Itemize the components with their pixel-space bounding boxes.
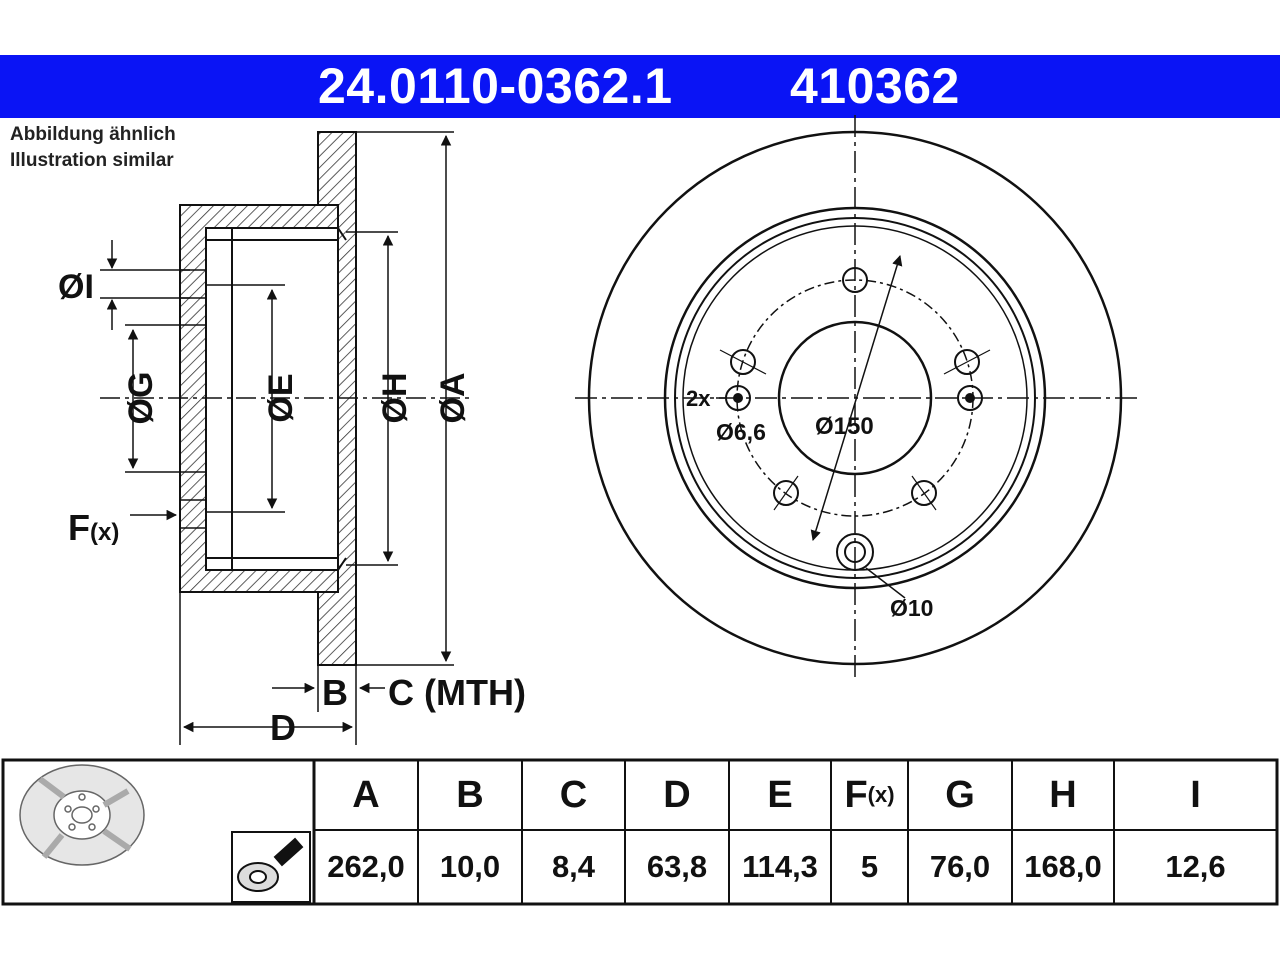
dimension-e xyxy=(206,284,285,513)
spec-header-h: H xyxy=(1049,773,1077,816)
label-f: F(x) xyxy=(68,507,119,548)
spec-value-c: 8,4 xyxy=(551,849,596,884)
pcd-dimension-arrow xyxy=(810,254,903,542)
spec-value-b: 10,0 xyxy=(439,849,501,884)
spec-header-f: F(x) xyxy=(844,773,895,816)
bottom-hole-inner xyxy=(844,541,866,563)
label-bolt-dia: Ø6,6 xyxy=(716,419,766,445)
illustration-note-en: Illustration similar xyxy=(10,150,174,171)
side-view xyxy=(100,131,470,745)
hat-outer-circle xyxy=(674,217,1036,579)
label-d: D xyxy=(270,707,296,748)
side-view-labels: ØI ØG ØE ØH ØA F(x) B C (MTH) D xyxy=(58,268,526,748)
hat-section xyxy=(179,204,347,593)
illustration-note-de: Abbildung ähnlich xyxy=(10,124,176,145)
label-e: ØE xyxy=(262,373,300,422)
label-h: ØH xyxy=(376,373,414,424)
spec-header-a: A xyxy=(352,773,380,816)
spec-header-i: I xyxy=(1190,773,1201,816)
label-pcd: Ø150 xyxy=(815,413,874,440)
spec-header-c: C xyxy=(559,773,588,816)
spec-table: A 262,0 B 10,0 C 8,4 D 63,8 E 114,3 F(x) 5 G 76,0 H 168… xyxy=(0,757,1280,907)
hole-dia-leader xyxy=(865,567,906,599)
screw-hole-right xyxy=(957,385,983,411)
label-a: ØA xyxy=(434,373,472,424)
spec-value-g: 76,0 xyxy=(929,849,991,884)
bolt-hole-upper-left xyxy=(730,349,756,375)
spec-header-g: G xyxy=(945,773,975,816)
front-view xyxy=(575,115,1140,680)
spec-value-d: 63,8 xyxy=(646,849,708,884)
friction-inner-circle xyxy=(663,206,1047,590)
spec-table-grid xyxy=(1,758,1279,906)
spec-header-b: B xyxy=(456,773,484,816)
technical-drawing: ØI ØG ØE ØH ØA F(x) B C (MTH) D xyxy=(58,115,1140,748)
bolt-hole-lower-right xyxy=(911,480,937,506)
bolt-hole-lower-left xyxy=(773,480,799,506)
spec-value-i: 12,6 xyxy=(1165,849,1226,884)
spec-value-a: 262,0 xyxy=(327,849,405,884)
bolt-hole-crosshairs xyxy=(719,349,991,511)
brake-disc-icon xyxy=(19,764,145,866)
dimension-g xyxy=(125,324,206,473)
title-bar: 24.0110-0362.1 410362 xyxy=(0,55,1280,118)
dimension-b-c-d xyxy=(179,592,385,745)
label-i: ØI xyxy=(58,268,94,306)
dimension-h xyxy=(346,231,398,566)
spec-value-e: 114,3 xyxy=(742,849,818,884)
spec-value-f: 5 xyxy=(860,849,879,884)
label-g: ØG xyxy=(122,372,160,425)
spec-header-e: E xyxy=(767,773,793,816)
torque-wrench-icon xyxy=(231,831,311,903)
label-c: C (MTH) xyxy=(388,672,526,713)
rotor-outer-circle xyxy=(587,130,1123,666)
front-view-labels: 2x Ø6,6 Ø150 Ø10 xyxy=(686,386,933,621)
spec-value-h: 168,0 xyxy=(1024,849,1102,884)
label-bolt-count: 2x xyxy=(686,386,711,411)
part-number: 24.0110-0362.1 xyxy=(318,58,673,114)
bolt-hole-upper-right xyxy=(954,349,980,375)
label-b: B xyxy=(322,672,348,713)
dimension-a xyxy=(356,131,454,666)
dimension-i xyxy=(100,240,190,330)
spec-header-d: D xyxy=(663,773,691,816)
label-hole-dia: Ø10 xyxy=(890,595,933,621)
reference-number: 410362 xyxy=(790,58,960,114)
